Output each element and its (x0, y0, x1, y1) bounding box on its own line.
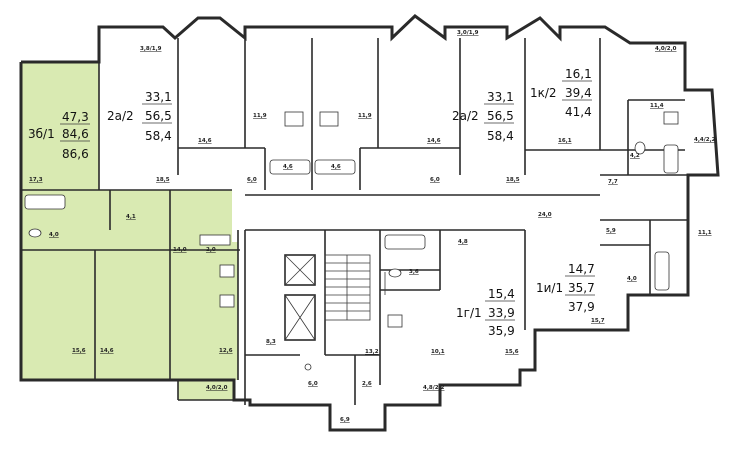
apartment-1i1: 14,7 1и/1 35,7 37,9 (536, 262, 595, 314)
room-area: 13,2 (365, 349, 379, 355)
outer-walls (19, 14, 720, 432)
room-area: 6,0 (308, 381, 318, 387)
room-area: 18,5 (506, 177, 520, 183)
room-area: 12,6 (219, 348, 233, 354)
room-area: 6,9 (340, 417, 350, 423)
room-area: 3,0/1,9 (457, 30, 479, 36)
apartment-2a2-right-label: 2а/2 (452, 109, 479, 123)
room-area: 11,1 (698, 230, 712, 236)
apartment-1k2-total-area: 39,4 (565, 86, 592, 100)
room-area: 14,0 (173, 247, 187, 253)
apartment-1i1-total-area-balcony: 37,9 (568, 300, 595, 314)
room-area: 17,3 (29, 177, 43, 183)
room-area: 6,0 (430, 177, 440, 183)
room-area: 2,0 (206, 247, 216, 253)
apartment-1k2-label: 1к/2 (530, 86, 557, 100)
room-area-labels: 3,8/1,9 3,0/1,9 4,0/2,0 11,9 11,9 11,4 1… (29, 30, 716, 423)
room-area: 14,6 (427, 138, 441, 144)
room-area: 4,8 (458, 239, 468, 245)
room-area: 11,9 (253, 113, 267, 119)
room-area: 8,3 (266, 339, 276, 345)
apartment-1g1-total-area-balcony: 35,9 (488, 324, 515, 338)
apartment-2a2-left: 33,1 2а/2 56,5 58,4 (107, 90, 172, 143)
elevator-shafts (284, 254, 316, 341)
apartment-3b1-living-area: 47,3 (62, 110, 89, 124)
apartment-2a2-left-label: 2а/2 (107, 109, 134, 123)
room-area: 4,8/2,2 (423, 385, 445, 391)
room-area: 11,4 (650, 103, 664, 109)
apartment-1g1-living-area: 15,4 (488, 287, 515, 301)
apartment-1g1-label: 1г/1 (456, 306, 482, 320)
apartment-2a2-right-total-area: 56,5 (487, 109, 514, 123)
room-area: 4,2 (630, 153, 640, 159)
apartment-2a2-left-living-area: 33,1 (145, 90, 172, 104)
apartment-2a2-left-total-area: 56,5 (145, 109, 172, 123)
apartment-1i1-total-area: 35,7 (568, 281, 595, 295)
room-area: 16,1 (558, 138, 572, 144)
room-area: 4,0 (627, 276, 637, 282)
apartment-2a2-right-total-area-balcony: 58,4 (487, 129, 514, 143)
room-area: 2,6 (362, 381, 372, 387)
apartment-2a2-left-total-area-balcony: 58,4 (145, 129, 172, 143)
room-area: 15,7 (591, 318, 605, 324)
room-area: 4,0 (49, 232, 59, 238)
apartment-1k2-total-area-balcony: 41,4 (565, 105, 592, 119)
apartment-3b1: 47,3 3б/1 84,6 86,6 (28, 110, 90, 161)
room-area: 4,0/2,0 (655, 46, 677, 52)
room-area: 4,6 (283, 164, 293, 170)
apartment-1i1-label: 1и/1 (536, 281, 563, 295)
room-area: 3,8/1,9 (140, 46, 162, 52)
room-area: 4,0/2,0 (206, 385, 228, 391)
apartment-3b1-total-area-balcony: 86,6 (62, 147, 89, 161)
room-area: 10,1 (431, 349, 445, 355)
apartment-1g1: 15,4 1г/1 33,9 35,9 (456, 287, 515, 338)
apartment-3b1-label: 3б/1 (28, 127, 55, 141)
room-area: 6,0 (247, 177, 257, 183)
apartment-3b1-total-area: 84,6 (62, 127, 89, 141)
room-area: 15,6 (505, 349, 519, 355)
apartment-2a2-right-living-area: 33,1 (487, 90, 514, 104)
room-area: 4,6 (331, 164, 341, 170)
room-area: 14,6 (198, 138, 212, 144)
apartment-1i1-living-area: 14,7 (568, 262, 595, 276)
room-area: 4,1 (126, 214, 136, 220)
room-area: 24,0 (538, 212, 552, 218)
room-area: 4,4/2,2 (694, 137, 716, 143)
room-area: 15,6 (72, 348, 86, 354)
room-area: 5,9 (606, 228, 616, 234)
apartment-2a2-right: 33,1 2а/2 56,5 58,4 (452, 90, 514, 143)
staircase (324, 254, 371, 321)
room-area: 14,6 (100, 348, 114, 354)
room-area: 11,9 (358, 113, 372, 119)
room-area: 3,6 (409, 269, 419, 275)
room-area: 7,7 (608, 179, 618, 185)
apartment-3b1-highlight (21, 62, 238, 400)
fixtures (24, 111, 679, 371)
room-area: 18,5 (156, 177, 170, 183)
apartment-1g1-total-area: 33,9 (488, 306, 515, 320)
apartment-1k2: 16,1 1к/2 39,4 41,4 (530, 67, 592, 119)
apartment-1k2-living-area: 16,1 (565, 67, 592, 81)
